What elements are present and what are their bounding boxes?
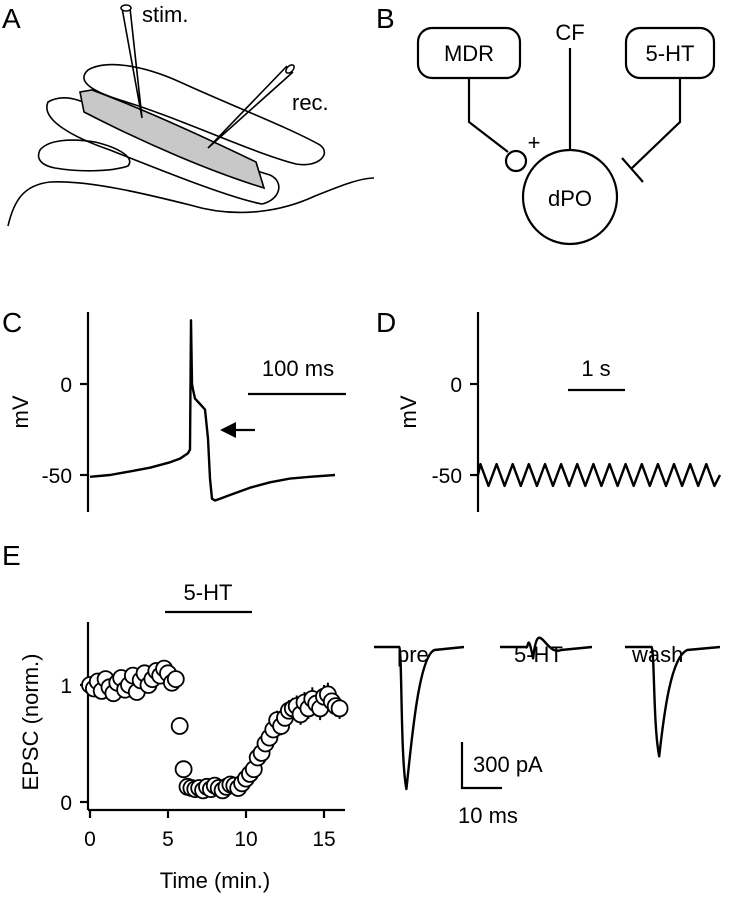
panel-b: B MDR 5-HT CF dPO + [376,3,716,246]
d-ylabel: mV [396,395,421,428]
panel-letter-d: D [376,307,396,338]
e-data-points [81,659,349,800]
recording-region [79,89,266,190]
action-potential-trace [89,319,336,502]
current-scalebar [460,742,502,790]
rec-label: rec. [292,90,329,115]
c-ylabel: mV [8,395,33,428]
c-scalebar-label: 100 ms [262,356,334,381]
data-point [330,699,349,718]
c-ytick-label-0: 0 [60,374,72,397]
folium-middle [46,96,280,205]
brain-outline [7,177,375,227]
trace-label-5ht: 5-HT [514,642,563,667]
c-arrow-head [220,422,236,438]
data-point [166,670,185,688]
e-axis-ticks: 0 5 10 15 0 1 [60,675,335,851]
e-ytick-label-0: 0 [60,792,72,815]
panel-letter-b: B [376,3,395,34]
e-xtick-label-0: 0 [84,828,96,851]
d-ytick-label-50: -50 [432,465,462,488]
data-point [174,760,193,779]
panel-d: D 0 -50 mV 1 s [376,307,722,512]
panel-letter-c: C [2,307,22,338]
rec-electrode-tip [285,64,295,74]
panel-a: A stim. rec. [2,2,375,227]
data-point [170,717,189,735]
d-scalebar-label: 1 s [581,356,610,381]
e-xlabel: Time (min.) [160,868,270,893]
mdr-axon [467,78,509,153]
current-scalebar-label: 300 pA [473,752,543,777]
inhibitory-synapse [621,157,644,183]
stim-electrode [121,7,143,119]
panel-c: C 0 -50 mV 100 ms [2,307,346,512]
mdr-label: MDR [444,41,494,66]
serotonin-axon [631,78,682,169]
e-xtick-label-5: 5 [162,828,174,851]
d-ytick-label-0: 0 [450,374,462,397]
panel-e: E 5-HT EPSC (norm.) Time (min.) 0 5 10 15 0 1… [2,540,721,893]
drug-bar-label: 5-HT [184,580,233,605]
serotonin-box [624,26,716,80]
epsc-trace-pre [374,645,465,791]
cf-label: CF [555,20,584,45]
oscillation-trace [476,462,722,488]
panel-letter-e: E [2,540,21,571]
epsc-trace-5ht [500,636,593,660]
e-ylabel: EPSC (norm.) [18,654,43,791]
time-scalebar-label: 10 ms [458,803,518,828]
panel-letter-a: A [2,3,21,34]
folium-upper [83,63,326,166]
example-traces: pre 5-HT wash 300 pA 10 ms [374,636,721,828]
stim-label: stim. [142,2,188,27]
plus-sign: + [528,130,541,155]
stim-electrode-tip [120,4,132,12]
epsc-trace-wash [625,645,721,758]
folium-lower [37,139,131,172]
rec-electrode [207,65,294,149]
excitatory-synapse [504,149,528,173]
trace-label-wash: wash [631,642,683,667]
serotonin-label: 5-HT [646,41,695,66]
e-ytick-label-1: 1 [60,675,72,698]
e-xtick-label-10: 10 [234,828,257,851]
trace-label-pre: pre [397,642,429,667]
e-xtick-label-15: 15 [312,828,335,851]
c-ytick-label-50: -50 [42,465,72,488]
dpo-label: dPO [548,186,592,211]
